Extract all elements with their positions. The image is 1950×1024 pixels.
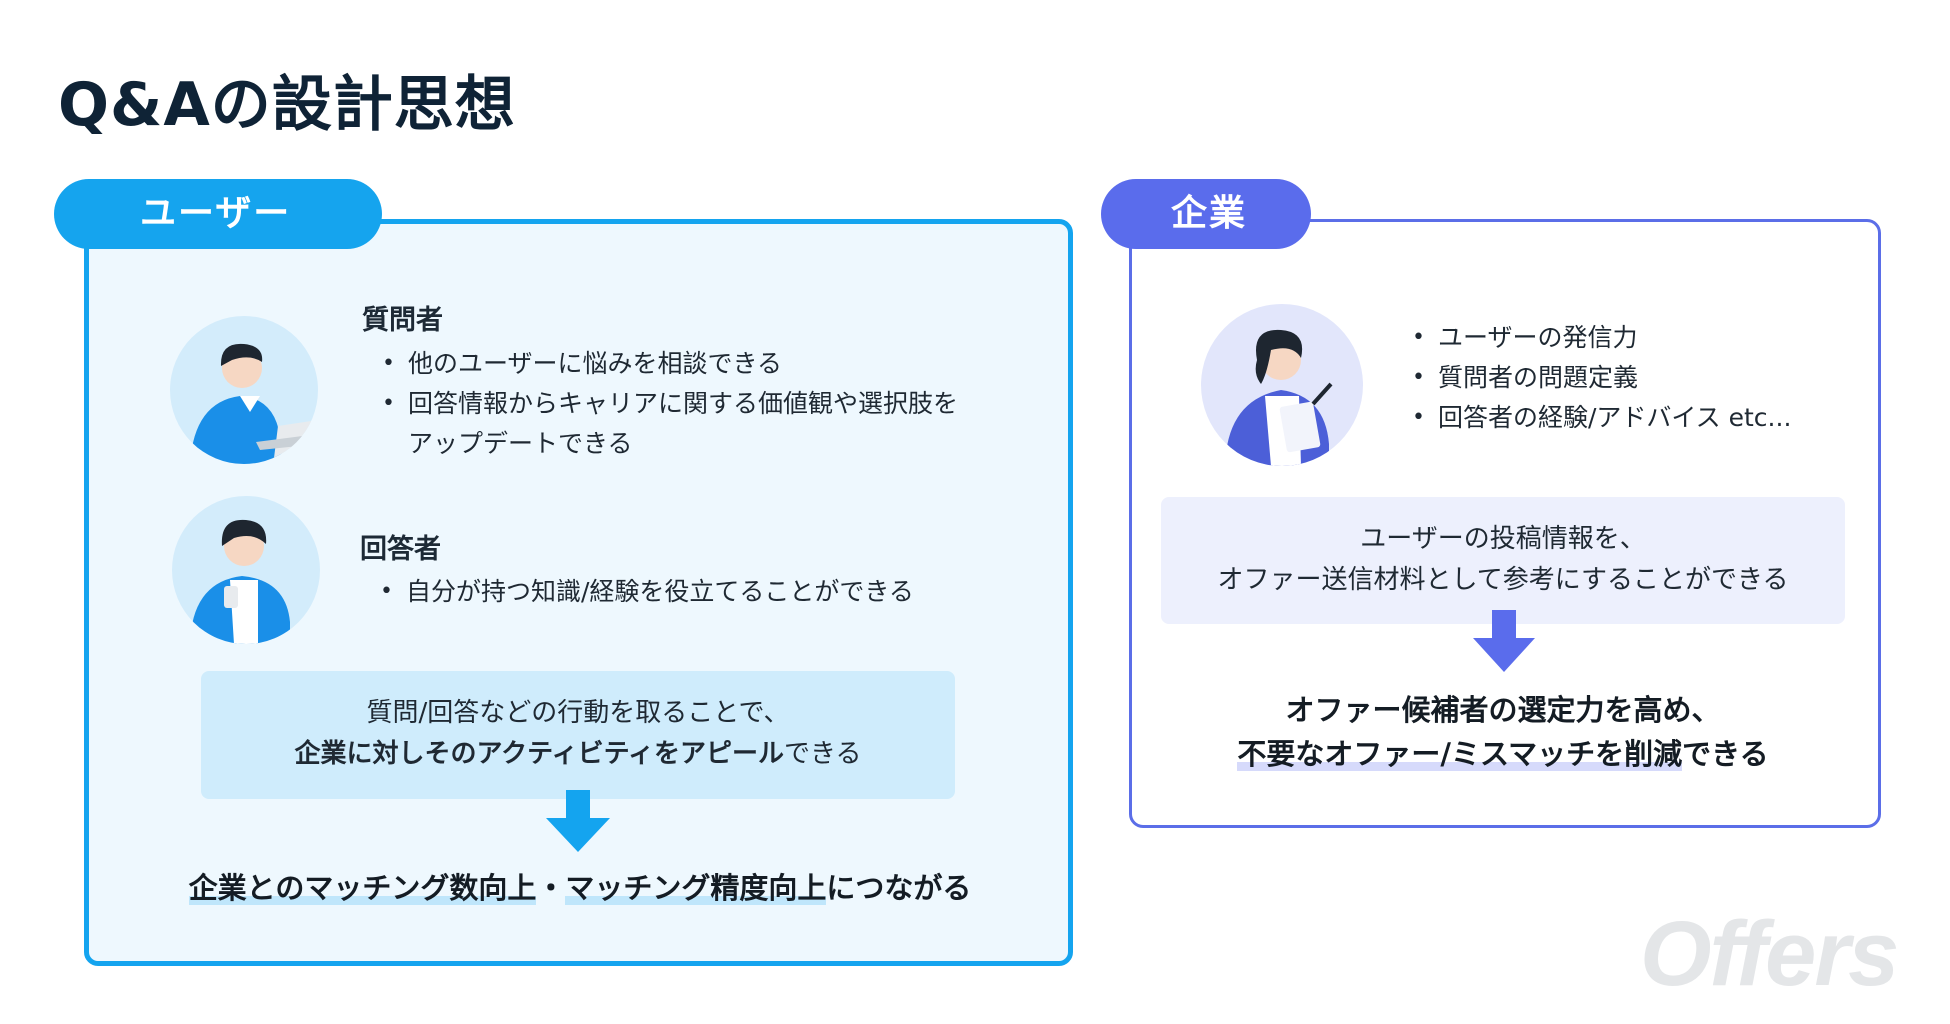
- user-callout-suffix: できる: [784, 739, 862, 769]
- arrow-down-icon: [546, 790, 610, 852]
- company-result: オファー候補者の選定力を高め、 不要なオファー/ミスマッチを削減できる: [1161, 688, 1845, 776]
- user-callout: 質問/回答などの行動を取ることで、 企業に対しそのアクティビティをアピールできる: [201, 671, 955, 799]
- list-item: 回答情報からキャリアに関する価値観や選択肢を: [382, 384, 958, 424]
- user-result-part1: 企業とのマッチング数向上: [188, 871, 537, 905]
- questioner-heading: 質問者: [362, 305, 443, 336]
- company-result-line2: 不要なオファー/ミスマッチを削減できる: [1161, 732, 1845, 776]
- company-callout-line1: ユーザーの投稿情報を、: [1360, 524, 1646, 554]
- user-tab-label: ユーザー: [54, 179, 382, 249]
- company-result-line1: オファー候補者の選定力を高め、: [1285, 693, 1721, 727]
- user-callout-emphasis: 企業に対しそのアクティビティをアピール: [294, 739, 785, 769]
- user-result: 企業とのマッチング数向上・マッチング精度向上につながる: [140, 866, 1020, 910]
- list-item: 他のユーザーに悩みを相談できる: [382, 344, 958, 384]
- answerer-illustration: [172, 496, 320, 644]
- list-item: アップデートできる: [382, 424, 958, 464]
- offers-logo: Offers: [1640, 903, 1899, 1005]
- list-item: 回答者の経験/アドバイス etc...: [1412, 398, 1791, 438]
- company-person-illustration: [1201, 304, 1363, 466]
- list-item: 自分が持つ知識/経験を役立てることができる: [380, 572, 914, 612]
- company-result-suffix: できる: [1682, 737, 1769, 771]
- company-callout-line2: オファー送信材料として参考にすることができる: [1217, 565, 1789, 595]
- company-result-highlight: 不要なオファー/ミスマッチを削減: [1237, 737, 1683, 771]
- page-title: Q&Aの設計思想: [58, 70, 516, 140]
- user-result-part3: につながる: [826, 871, 972, 905]
- list-item: 質問者の問題定義: [1412, 358, 1791, 398]
- company-bullets: ユーザーの発信力 質問者の問題定義 回答者の経験/アドバイス etc...: [1412, 318, 1791, 438]
- questioner-bullets: 他のユーザーに悩みを相談できる 回答情報からキャリアに関する価値観や選択肢を ア…: [382, 344, 958, 464]
- answerer-bullets: 自分が持つ知識/経験を役立てることができる: [380, 572, 914, 612]
- user-result-separator: ・: [536, 871, 566, 905]
- company-callout: ユーザーの投稿情報を、 オファー送信材料として参考にすることができる: [1161, 497, 1845, 624]
- company-tab-label: 企業: [1101, 179, 1311, 249]
- user-result-part2: マッチング精度向上: [565, 871, 827, 905]
- answerer-heading: 回答者: [360, 534, 441, 565]
- list-item-continuation: アップデートできる: [408, 429, 633, 458]
- list-item: ユーザーの発信力: [1412, 318, 1791, 358]
- questioner-illustration: [170, 316, 318, 464]
- user-callout-line2: 企業に対しそのアクティビティをアピールできる: [201, 734, 955, 775]
- arrow-down-icon: [1473, 610, 1535, 672]
- user-callout-line1: 質問/回答などの行動を取ることで、: [366, 698, 790, 728]
